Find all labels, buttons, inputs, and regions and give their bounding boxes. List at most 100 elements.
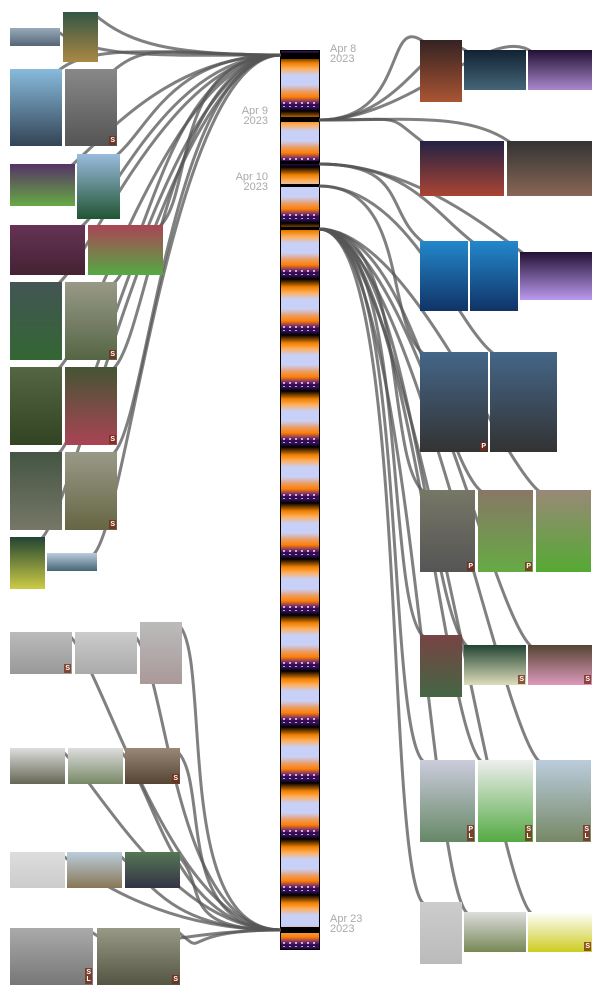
photo-source-badge: S xyxy=(584,675,591,684)
photo-connector-curve xyxy=(91,53,282,557)
photo-thumbnail[interactable]: P L xyxy=(420,760,475,842)
night-star-dots xyxy=(281,101,319,107)
photo-connector-curve xyxy=(176,622,282,932)
photo-thumbnail[interactable]: S xyxy=(65,367,117,445)
night-star-dots xyxy=(281,661,319,667)
night-star-dots xyxy=(281,941,319,947)
photo-thumbnail[interactable] xyxy=(464,912,526,952)
photo-thumbnail[interactable] xyxy=(520,252,592,300)
night-star-dots xyxy=(281,381,319,387)
night-star-dots xyxy=(281,605,319,611)
photo-thumbnail[interactable] xyxy=(528,50,592,90)
photo-thumbnail[interactable] xyxy=(10,164,75,206)
photo-connector-curve xyxy=(175,928,282,945)
photo-thumbnail[interactable] xyxy=(10,367,62,445)
photo-thumbnail[interactable] xyxy=(420,635,462,697)
photo-thumbnail[interactable] xyxy=(75,632,137,674)
photo-thumbnail[interactable] xyxy=(420,141,504,196)
photo-thumbnail[interactable] xyxy=(68,748,123,784)
night-star-dots xyxy=(281,213,319,219)
photo-thumbnail[interactable]: S xyxy=(65,452,117,530)
photo-time-marker xyxy=(280,227,320,230)
photo-thumbnail[interactable] xyxy=(125,852,180,888)
photo-connector-curve xyxy=(93,12,282,57)
photo-thumbnail[interactable] xyxy=(10,282,62,360)
photo-time-marker xyxy=(280,184,320,187)
photo-source-badge: P L xyxy=(467,825,474,841)
night-star-dots xyxy=(281,829,319,835)
photo-connector-curve xyxy=(318,227,426,906)
photo-thumbnail[interactable]: S xyxy=(528,912,592,952)
photo-connector-curve xyxy=(112,50,282,73)
photo-thumbnail[interactable] xyxy=(10,537,45,589)
photo-thumbnail[interactable] xyxy=(420,241,468,311)
photo-thumbnail[interactable] xyxy=(10,69,62,146)
night-star-dots xyxy=(281,493,319,499)
photo-connector-curve xyxy=(111,53,282,371)
photo-thumbnail[interactable] xyxy=(10,852,65,888)
photo-source-badge: S xyxy=(518,675,525,684)
photo-thumbnail[interactable] xyxy=(507,141,592,196)
timeline-bar[interactable] xyxy=(280,50,320,950)
night-star-dots xyxy=(281,269,319,275)
photo-thumbnail[interactable] xyxy=(470,241,518,311)
photo-source-badge: S xyxy=(584,942,591,951)
night-star-dots xyxy=(281,773,319,779)
night-star-dots xyxy=(281,325,319,331)
photo-thumbnail[interactable]: S L xyxy=(478,760,533,842)
photo-thumbnail[interactable] xyxy=(464,50,526,90)
photo-thumbnail[interactable] xyxy=(536,490,591,572)
photo-thumbnail[interactable] xyxy=(10,28,60,46)
photo-connector-curve xyxy=(157,53,282,229)
photo-thumbnail[interactable] xyxy=(420,902,462,964)
photo-thumbnail[interactable] xyxy=(420,40,462,102)
photo-thumbnail[interactable] xyxy=(490,352,557,452)
photo-thumbnail[interactable] xyxy=(10,748,65,784)
night-star-dots xyxy=(281,157,319,163)
night-star-dots xyxy=(281,885,319,891)
photo-source-badge: S xyxy=(172,774,179,783)
photo-time-marker xyxy=(280,927,320,933)
photo-time-marker xyxy=(280,117,320,122)
photo-source-badge: S L xyxy=(583,825,590,841)
photo-thumbnail[interactable]: S xyxy=(125,748,180,784)
photo-thumbnail[interactable] xyxy=(10,452,62,530)
photo-time-marker xyxy=(280,53,320,59)
photo-thumbnail[interactable] xyxy=(63,12,98,62)
photo-thumbnail[interactable] xyxy=(77,154,120,219)
photo-source-badge: S xyxy=(109,435,116,444)
photo-source-badge: S xyxy=(109,520,116,529)
photo-thumbnail[interactable]: P xyxy=(420,352,488,452)
night-star-dots xyxy=(281,549,319,555)
photo-thumbnail[interactable] xyxy=(140,622,182,684)
photo-time-marker xyxy=(280,161,320,164)
photo-thumbnail[interactable]: S xyxy=(10,632,72,674)
photo-source-badge: S L xyxy=(525,825,532,841)
photo-connector-curve xyxy=(175,852,282,932)
photo-source-badge: S xyxy=(109,350,116,359)
photo-thumbnail[interactable] xyxy=(47,553,97,571)
photo-thumbnail[interactable]: S L xyxy=(10,928,93,985)
photo-connector-curve xyxy=(318,117,512,145)
photo-source-badge: S xyxy=(172,975,179,984)
photo-thumbnail[interactable] xyxy=(10,225,85,275)
photo-source-badge: S xyxy=(109,136,116,145)
photo-thumbnail[interactable]: P xyxy=(478,490,533,572)
photo-thumbnail[interactable]: S xyxy=(65,69,117,146)
photo-source-badge: P xyxy=(467,562,474,571)
photo-connector-curve xyxy=(318,184,425,356)
photo-thumbnail[interactable]: S L xyxy=(536,760,591,842)
photo-thumbnail[interactable] xyxy=(67,852,122,888)
photo-thumbnail[interactable]: S xyxy=(97,928,180,985)
photo-thumbnail[interactable]: S xyxy=(65,282,117,360)
photo-source-badge: P xyxy=(525,562,532,571)
photo-connector-curve xyxy=(318,227,425,494)
photo-thumbnail[interactable]: S xyxy=(528,645,592,685)
photo-connector-curve xyxy=(174,748,282,932)
photo-thumbnail[interactable] xyxy=(88,225,163,275)
photo-thumbnail[interactable]: S xyxy=(464,645,526,685)
photo-thumbnail[interactable]: P xyxy=(420,490,475,572)
